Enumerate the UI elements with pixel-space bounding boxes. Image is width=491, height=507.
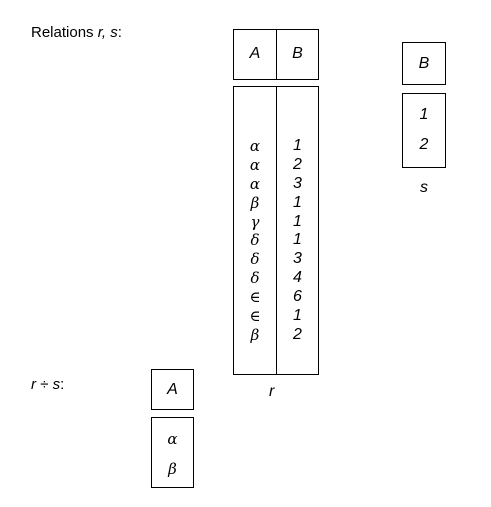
relation-s-name: s (420, 179, 428, 196)
table-cell: δ (250, 269, 260, 288)
table-cell: δ (250, 250, 260, 269)
table-cell: 3 (293, 250, 302, 268)
table-cell: β (250, 193, 260, 212)
table-cell: α (167, 430, 178, 448)
table-cell: 6 (293, 288, 302, 306)
table-cell: ∈ (249, 307, 261, 326)
relation-s-col-b: 1 2 (403, 106, 445, 155)
relation-r-name: r (269, 383, 275, 400)
relation-r-header-a: A (249, 45, 261, 62)
table-cell: 1 (293, 307, 302, 325)
relations-caption-prefix: Relations (31, 24, 98, 41)
table-cell: α (249, 137, 261, 155)
table-cell: 2 (419, 136, 429, 153)
relation-r-body-divider (276, 87, 277, 374)
result-header-a: A (167, 381, 178, 398)
table-cell: ∈ (249, 288, 261, 307)
relation-r-header-b: B (292, 45, 303, 62)
relation-r-body: α α α β γ δ δ δ ∈ ∈ β 1 2 3 1 1 1 3 4 6 … (233, 86, 319, 375)
table-cell: β (250, 325, 260, 344)
table-cell: 1 (293, 193, 302, 211)
table-cell: 2 (293, 325, 302, 343)
table-cell: 3 (293, 174, 302, 192)
relation-r-header-divider (276, 30, 277, 79)
relation-r-col-b: 1 2 3 1 1 1 3 4 6 1 2 (277, 137, 318, 345)
result-header: A (151, 369, 194, 410)
table-cell: α (249, 155, 261, 174)
division-caption: r ÷ s: (31, 376, 64, 393)
result-body: α β (151, 417, 194, 488)
table-cell: 1 (293, 137, 302, 154)
result-col-a: α β (152, 430, 193, 479)
table-cell: 1 (419, 106, 429, 123)
relation-r-header: A B (233, 29, 319, 80)
table-cell: 2 (293, 155, 302, 173)
table-cell: α (249, 174, 261, 193)
relation-r-col-a: α α α β γ δ δ δ ∈ ∈ β (234, 137, 276, 345)
table-cell: γ (250, 212, 260, 231)
relations-caption-suffix: : (117, 24, 122, 41)
table-cell: β (168, 460, 177, 478)
table-cell: 4 (293, 269, 302, 287)
relation-s-header-b: B (418, 55, 430, 72)
division-caption-expr: r ÷ s (31, 376, 61, 393)
table-cell: 1 (293, 212, 302, 230)
table-cell: 1 (293, 231, 302, 249)
relation-s-body: 1 2 (402, 93, 446, 168)
table-cell: δ (250, 231, 260, 250)
relation-s-header: B (402, 42, 446, 85)
relations-caption-vars: r, s (97, 24, 118, 41)
division-caption-suffix: : (60, 376, 65, 393)
relations-caption: Relations r, s: (31, 24, 122, 41)
